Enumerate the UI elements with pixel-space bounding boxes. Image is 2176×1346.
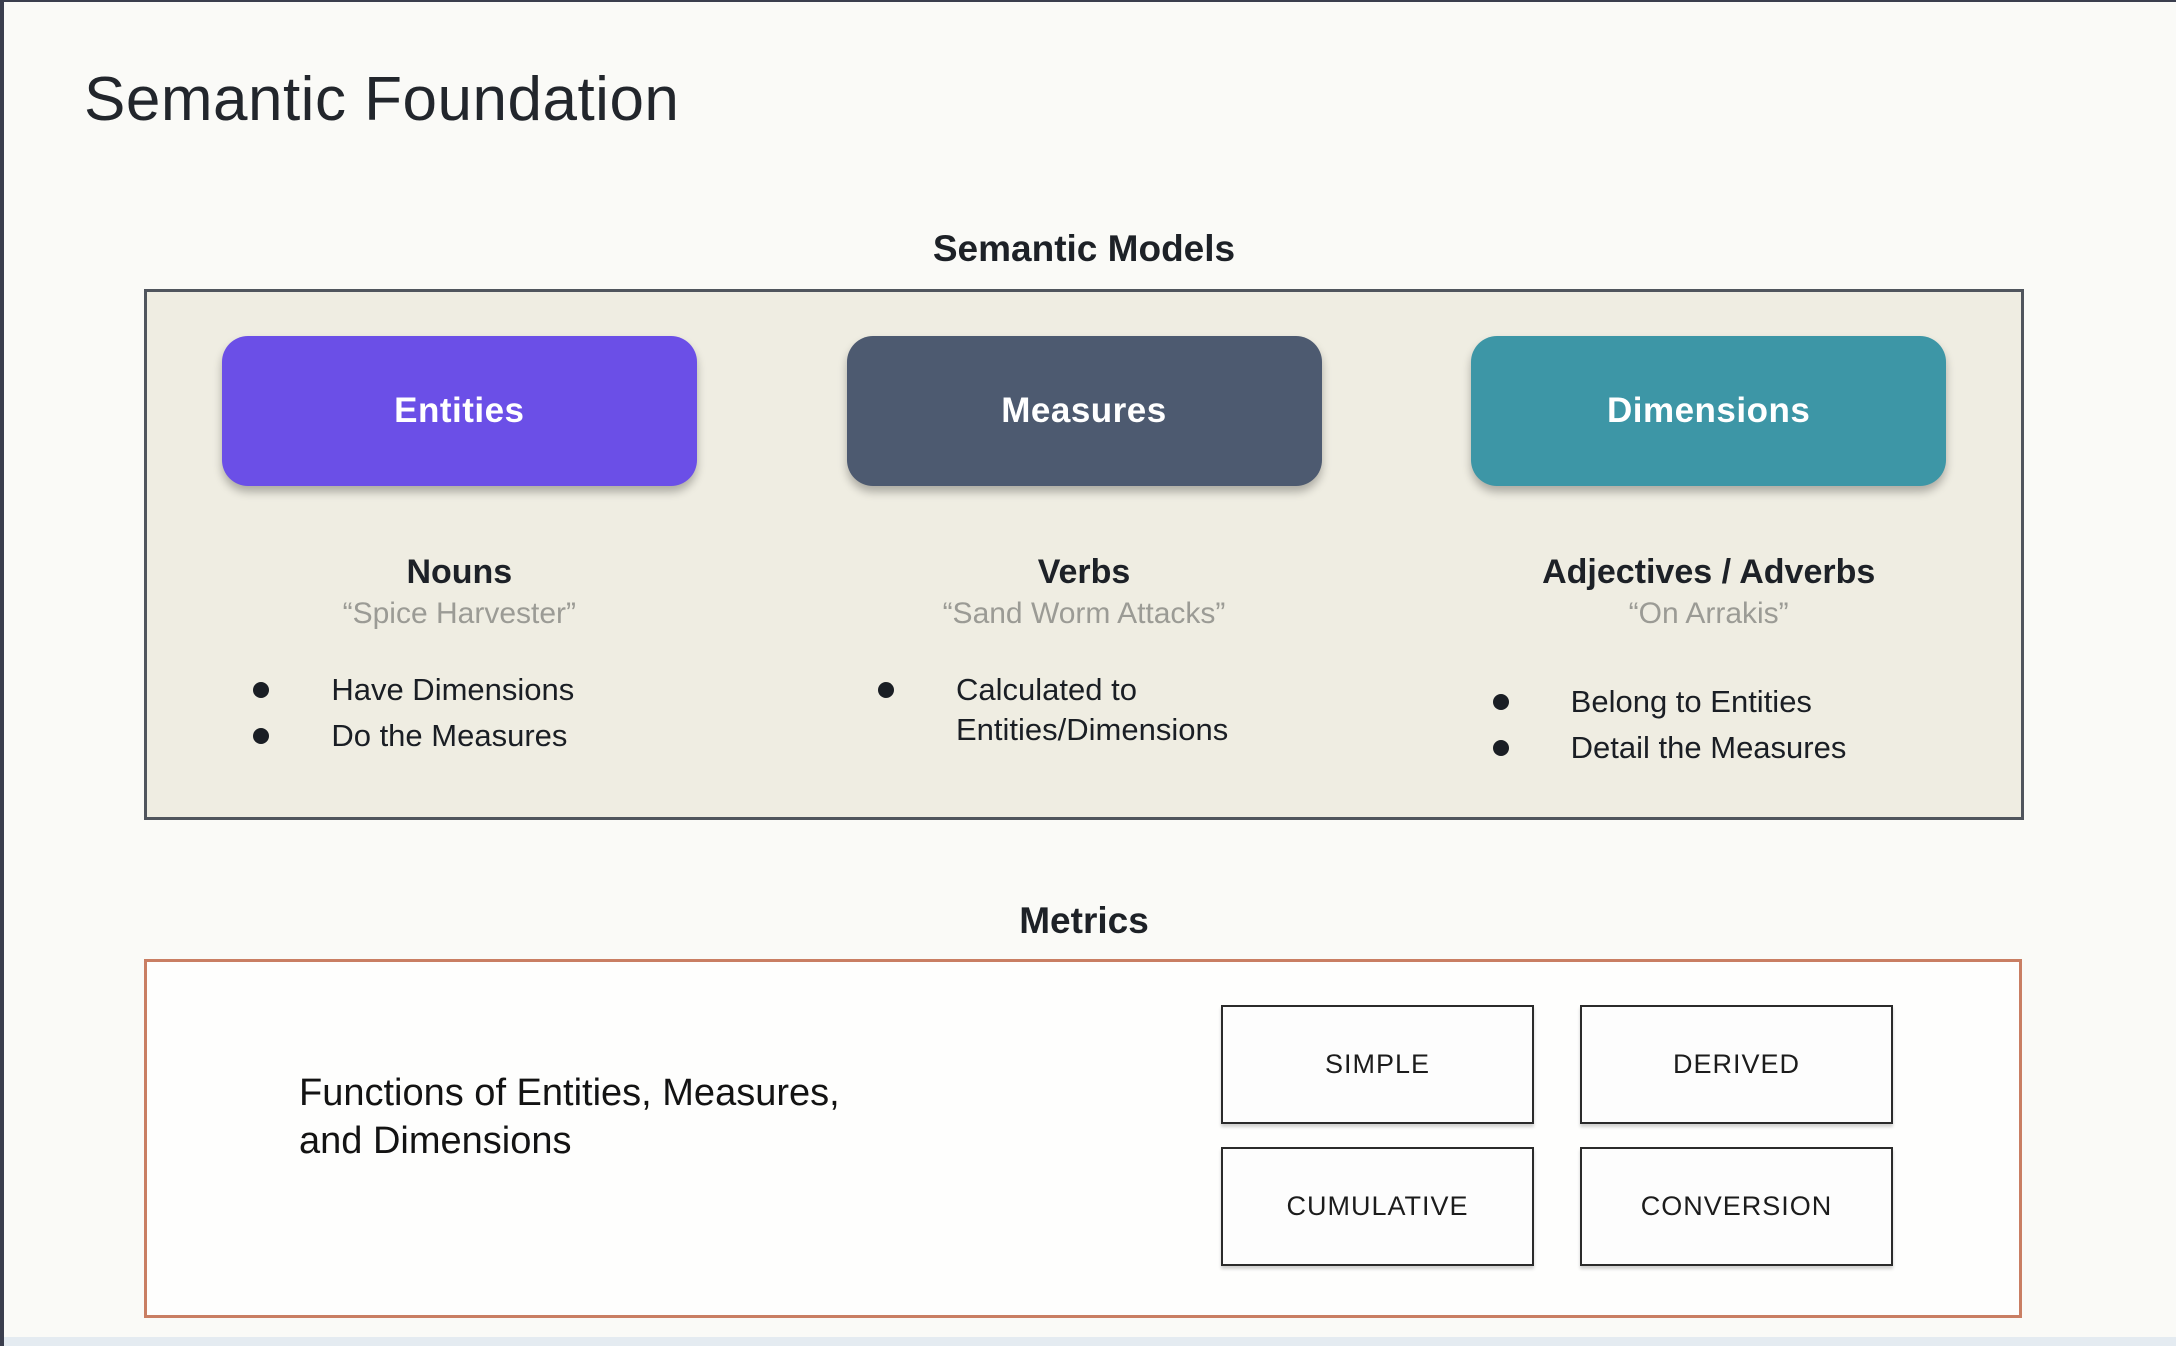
dimensions-role-label: Adjectives / Adverbs	[1542, 553, 1876, 591]
dimensions-bullet-list: Belong to Entities Detail the Measures	[1489, 682, 1929, 773]
metric-type-grid: SIMPLE DERIVED CUMULATIVE CONVERSION	[1221, 1005, 1893, 1266]
bullet-dot	[1492, 740, 1509, 757]
entities-pill: Entities	[221, 336, 697, 486]
metrics-description-line: Functions of Entities, Measures,	[299, 1072, 840, 1114]
metric-type-simple: SIMPLE	[1221, 1005, 1534, 1124]
bullet-text: Have Dimensions	[331, 672, 575, 708]
column-measures: Measures Verbs “Sand Worm Attacks” Calcu…	[772, 292, 1397, 817]
slide-title: Semantic Foundation	[84, 65, 680, 134]
measures-pill: Measures	[846, 336, 1322, 486]
column-dimensions: Dimensions Adjectives / Adverbs “On Arra…	[1396, 292, 2021, 817]
bullet-item: Do the Measures	[249, 716, 669, 756]
entities-example-label: “Spice Harvester”	[342, 597, 577, 631]
metric-type-derived: DERIVED	[1580, 1005, 1893, 1124]
bullet-item: Detail the Measures	[1489, 728, 1929, 768]
bullet-item: Calculated to Entities/Dimensions	[874, 670, 1294, 749]
semantic-models-panel: Entities Nouns “Spice Harvester” Have Di…	[144, 289, 2024, 820]
measures-bullet-list: Calculated to Entities/Dimensions	[874, 670, 1294, 755]
bullet-text: Calculated to Entities/Dimensions	[956, 672, 1229, 748]
bullet-text: Do the Measures	[331, 718, 568, 754]
dimensions-example-label: “On Arrakis”	[1628, 597, 1789, 631]
bottom-bar	[4, 1337, 2176, 1346]
bullet-dot	[253, 728, 270, 745]
bullet-item: Have Dimensions	[249, 670, 669, 710]
bullet-dot	[878, 682, 894, 699]
column-entities: Entities Nouns “Spice Harvester” Have Di…	[147, 292, 772, 817]
measures-role-label: Verbs	[1037, 553, 1131, 591]
dimensions-pill: Dimensions	[1471, 336, 1947, 486]
metrics-panel: Functions of Entities, Measures, and Dim…	[144, 959, 2022, 1318]
metric-type-conversion: CONVERSION	[1580, 1147, 1893, 1266]
bullet-dot	[1492, 694, 1509, 711]
metric-type-cumulative: CUMULATIVE	[1221, 1147, 1534, 1266]
metrics-description: Functions of Entities, Measures, and Dim…	[299, 1070, 840, 1166]
bullet-text: Belong to Entities	[1570, 684, 1812, 720]
entities-role-label: Nouns	[406, 553, 513, 591]
metrics-description-line: and Dimensions	[299, 1119, 572, 1162]
bullet-text: Detail the Measures	[1570, 730, 1847, 766]
metrics-heading: Metrics	[1019, 900, 1149, 941]
bullet-item: Belong to Entities	[1489, 682, 1929, 722]
entities-bullet-list: Have Dimensions Do the Measures	[249, 670, 669, 761]
semantic-models-heading: Semantic Models	[932, 228, 1236, 269]
measures-example-label: “Sand Worm Attacks”	[942, 597, 1226, 631]
bullet-dot	[253, 682, 270, 699]
